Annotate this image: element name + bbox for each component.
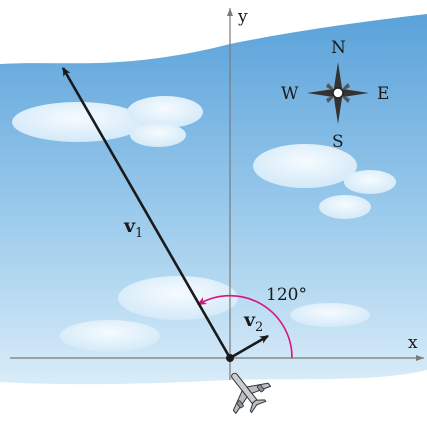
vector-v1-letter: v [123, 215, 136, 237]
vector-v1 [61, 67, 232, 359]
cloud [319, 195, 371, 219]
vector-v2-subscript: 2 [255, 320, 263, 335]
cloud [130, 123, 186, 147]
x-axis-label: x [408, 333, 418, 353]
cloud [290, 303, 370, 327]
compass-rose-icon [307, 62, 369, 124]
cloud [344, 170, 396, 194]
cloud [12, 102, 144, 142]
angle-arc [197, 294, 293, 359]
angle-label: 120° [266, 285, 307, 305]
vector-v1-label: v1 [123, 215, 143, 241]
origin-point [226, 354, 234, 362]
y-axis-label: y [237, 7, 248, 27]
compass-east: E [377, 84, 389, 104]
airplane-icon [231, 372, 272, 415]
cloud [127, 96, 203, 128]
compass-north: N [331, 38, 346, 58]
vector-v2-label: v2 [243, 309, 263, 335]
compass-west: W [281, 84, 299, 104]
compass-south: S [332, 132, 344, 152]
cloud [253, 144, 357, 188]
vector-v1-subscript: 1 [135, 226, 143, 241]
vector-v2-letter: v [243, 309, 256, 331]
clouds [12, 96, 396, 352]
cloud [118, 276, 238, 320]
cloud [60, 320, 160, 352]
vector-v2 [229, 334, 269, 360]
